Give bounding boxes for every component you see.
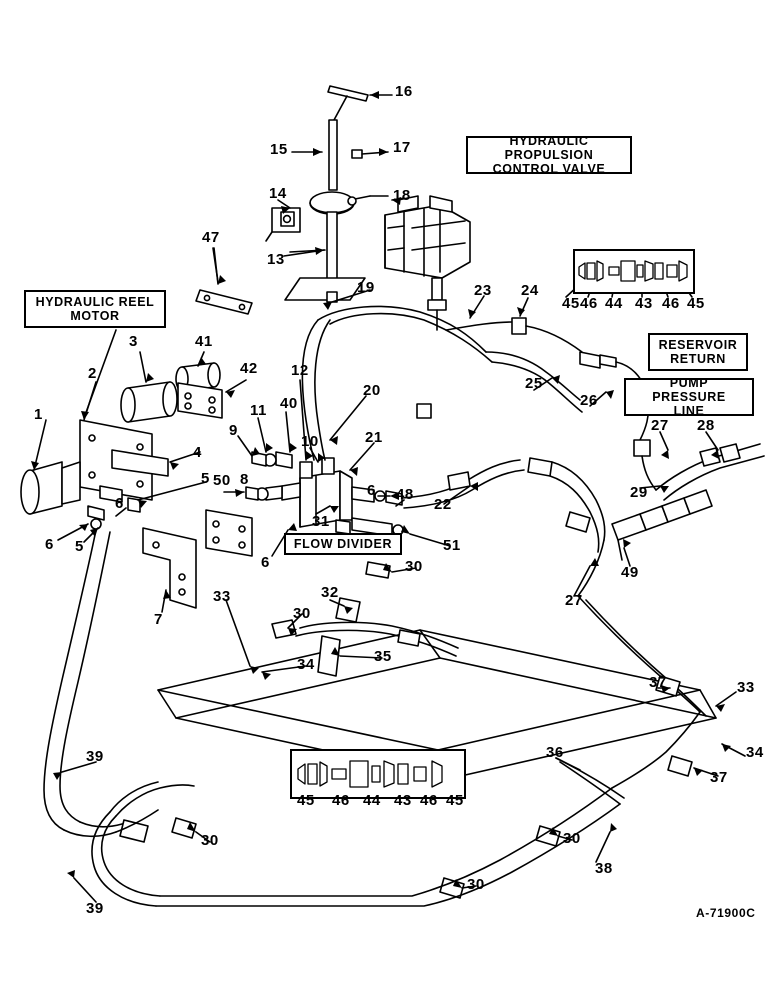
callout-7: 7 bbox=[154, 611, 163, 628]
callout-8: 8 bbox=[240, 471, 249, 488]
callout-26: 26 bbox=[580, 392, 598, 409]
callout-49: 49 bbox=[621, 564, 639, 581]
callout-43-top: 43 bbox=[635, 295, 653, 312]
callout-41: 41 bbox=[195, 333, 213, 350]
fitting-group-bottom-box bbox=[290, 749, 466, 799]
callout-50: 50 bbox=[213, 472, 231, 489]
callout-1: 1 bbox=[34, 406, 43, 423]
callout-13: 13 bbox=[267, 251, 285, 268]
label-flow-divider: FLOW DIVIDER bbox=[284, 533, 402, 555]
callout-30-left: 30 bbox=[293, 605, 311, 622]
callout-20: 20 bbox=[363, 382, 381, 399]
callout-46-top-left: 46 bbox=[580, 295, 598, 312]
callout-28: 28 bbox=[697, 417, 715, 434]
callout-14: 14 bbox=[269, 185, 287, 202]
callout-38: 38 bbox=[595, 860, 613, 877]
callout-34-left: 34 bbox=[297, 656, 315, 673]
callout-19: 19 bbox=[357, 279, 375, 296]
callout-2: 2 bbox=[88, 365, 97, 382]
callout-10: 10 bbox=[301, 433, 319, 450]
callout-46-bottom-left: 46 bbox=[332, 792, 350, 809]
label-pump-pressure-line: PUMP PRESSURE LINE bbox=[624, 376, 754, 418]
callout-23: 23 bbox=[474, 282, 492, 299]
callout-30-bottom: 30 bbox=[467, 876, 485, 893]
callout-6-divider-right: 6 bbox=[367, 482, 376, 499]
callout-36: 36 bbox=[546, 744, 564, 761]
callout-34-right: 34 bbox=[746, 744, 764, 761]
callout-3: 3 bbox=[129, 333, 138, 350]
fitting-group-bottom-parts bbox=[297, 760, 443, 788]
callout-47: 47 bbox=[202, 229, 220, 246]
callout-39-upper: 39 bbox=[86, 748, 104, 765]
callout-33-left: 33 bbox=[213, 588, 231, 605]
callout-11: 11 bbox=[250, 402, 267, 419]
callout-16: 16 bbox=[395, 83, 413, 100]
callout-43-bottom: 43 bbox=[394, 792, 412, 809]
callout-21: 21 bbox=[365, 429, 383, 446]
callout-45-top-left: 45 bbox=[562, 295, 580, 312]
callout-6-lower-left: 6 bbox=[45, 536, 54, 553]
callout-46-top-right: 46 bbox=[662, 295, 680, 312]
callout-42: 42 bbox=[240, 360, 258, 377]
fitting-group-top-box bbox=[573, 249, 695, 294]
callout-45-top-right: 45 bbox=[687, 295, 705, 312]
callout-35: 35 bbox=[374, 648, 392, 665]
callout-5-lower: 5 bbox=[75, 538, 84, 555]
callout-29: 29 bbox=[630, 484, 648, 501]
callout-40: 40 bbox=[280, 395, 298, 412]
callout-32: 32 bbox=[321, 584, 339, 601]
callout-46-bottom-right: 46 bbox=[420, 792, 438, 809]
callout-6-divider-left: 6 bbox=[261, 554, 270, 571]
label-reservoir-return: RESERVOIR RETURN bbox=[648, 333, 748, 371]
callout-33-right: 33 bbox=[737, 679, 755, 696]
callout-30-right: 30 bbox=[563, 830, 581, 847]
label-hydraulic-reel-motor: HYDRAULIC REEL MOTOR bbox=[24, 290, 166, 328]
callout-5-upper: 5 bbox=[201, 470, 210, 487]
callout-15: 15 bbox=[270, 141, 288, 158]
drawing-number: A-71900C bbox=[696, 906, 756, 920]
callout-17: 17 bbox=[393, 139, 411, 156]
callout-44-bottom: 44 bbox=[363, 792, 381, 809]
callout-45-bottom-left: 45 bbox=[297, 792, 315, 809]
label-hydraulic-propulsion-control-valve: HYDRAULIC PROPULSION CONTROL VALVE bbox=[466, 134, 632, 176]
callout-24: 24 bbox=[521, 282, 539, 299]
callout-22: 22 bbox=[434, 496, 452, 513]
callout-37-upper: 37 bbox=[649, 674, 667, 691]
callout-27-lower: 27 bbox=[565, 592, 583, 609]
callout-45-bottom-right: 45 bbox=[446, 792, 464, 809]
callout-31: 31 bbox=[312, 513, 330, 530]
callout-4: 4 bbox=[193, 444, 202, 461]
callout-6-motor: 6 bbox=[115, 495, 124, 512]
callout-37-lower: 37 bbox=[710, 769, 728, 786]
callout-12: 12 bbox=[291, 362, 309, 379]
fitting-group-top-parts bbox=[578, 260, 688, 282]
callout-25: 25 bbox=[525, 375, 543, 392]
callout-39-lower: 39 bbox=[86, 900, 104, 917]
callout-9: 9 bbox=[229, 422, 238, 439]
callout-51: 51 bbox=[443, 537, 461, 554]
callout-44-top: 44 bbox=[605, 295, 623, 312]
callout-18: 18 bbox=[393, 187, 411, 204]
callout-30-left-lower: 30 bbox=[201, 832, 219, 849]
callout-27-top: 27 bbox=[651, 417, 669, 434]
callout-48: 48 bbox=[396, 486, 414, 503]
callout-30-upper: 30 bbox=[405, 558, 423, 575]
